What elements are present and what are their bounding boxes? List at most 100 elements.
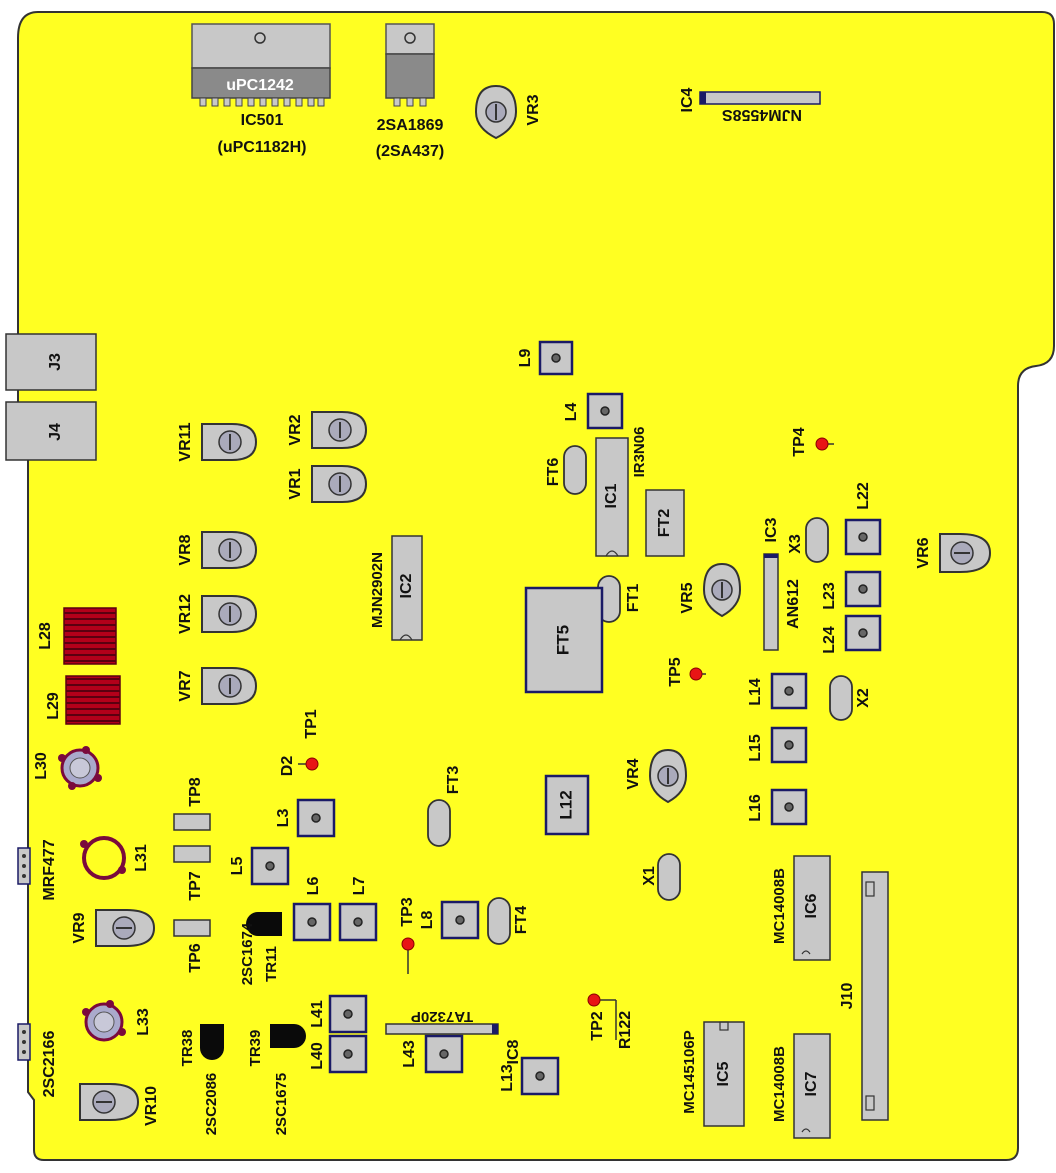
an612-label: AN612	[785, 579, 802, 629]
q-2sc2166-transistor: 2SC2166	[17, 1023, 58, 1097]
l12-coil	[544, 774, 590, 836]
ft3-filter	[427, 799, 451, 847]
vr6-label: VR6	[915, 537, 932, 568]
x3-crystal	[805, 517, 829, 563]
x1-label: X1	[641, 866, 658, 886]
q-2sc2086-label: 2SC2086	[203, 1073, 220, 1136]
ic8-component: TA7320P IC8	[385, 1008, 522, 1064]
l7-label: L7	[351, 877, 368, 896]
ic3-label: IC3	[763, 517, 780, 542]
ic8-label: IC8	[505, 1039, 522, 1064]
mc145106p-label: MC145106P	[681, 1030, 698, 1113]
vr4-component: VR4	[625, 748, 688, 804]
j10-connector: J10	[839, 871, 889, 1121]
ic4-label: IC4	[679, 87, 696, 112]
ic7-label: IC7	[803, 1071, 820, 1096]
vr5-component: VR5	[679, 562, 742, 618]
tr39-transistor: TR39 2SC1675	[247, 1024, 306, 1135]
vr5-label: VR5	[679, 582, 696, 613]
ft6-filter	[563, 445, 587, 495]
vr7-component: VR7	[177, 667, 258, 705]
r122-label: R122	[617, 1011, 634, 1049]
ft4-filter	[487, 897, 511, 945]
vr12-component: VR12	[177, 594, 258, 634]
l15-label: L15	[747, 734, 764, 762]
l16-label: L16	[747, 794, 764, 822]
l41-label: L41	[309, 1000, 326, 1028]
njm4558s-label: NJM4558S	[722, 106, 802, 123]
ic3-component: IC3 AN612	[763, 517, 802, 651]
l31-label: L31	[133, 844, 150, 872]
mc14008b-b-label: MC14008B	[771, 1046, 788, 1122]
vr11-label: VR11	[177, 422, 194, 461]
l6-label: L6	[305, 877, 322, 896]
d2-label: D2	[279, 756, 296, 777]
tp2-label: TP2	[589, 1011, 606, 1040]
ic6-label: IC6	[803, 893, 820, 918]
l22-label: L22	[855, 482, 872, 510]
l29-label: L29	[45, 692, 62, 720]
vr3-label: VR3	[525, 94, 542, 125]
l12-label: L12	[556, 790, 575, 819]
l5-label: L5	[229, 857, 246, 876]
j10-label: J10	[839, 983, 856, 1010]
ic5-label: IC5	[715, 1061, 732, 1086]
l9-coil	[538, 340, 574, 376]
l30-coil: L30	[33, 746, 102, 790]
ta7320p-label: TA7320P	[411, 1008, 473, 1025]
l28-label: L28	[37, 622, 54, 650]
mrf477-transistor: MRF477	[17, 839, 58, 901]
tp4-testpoint: TP4	[791, 427, 834, 457]
q-2sc1675-label: 2SC1675	[273, 1073, 290, 1136]
ic2-component: IC2 MJN2902N	[369, 535, 423, 641]
ft5-filter: FT5	[524, 586, 604, 694]
x1-crystal	[657, 853, 681, 901]
vr9-label: VR9	[71, 912, 88, 943]
tp6-label: TP6	[187, 943, 204, 972]
l8-label: L8	[419, 911, 436, 930]
l23-label: L23	[821, 582, 838, 610]
ic501-alt-label: (uPC1182H)	[218, 139, 307, 156]
tr11-transistor: 2SC1674 TR11	[239, 912, 282, 985]
l13-label: L13	[499, 1064, 516, 1092]
l9-label: L9	[517, 349, 534, 368]
tp3-testpoint: TP3	[399, 897, 416, 974]
l3-label: L3	[275, 809, 292, 828]
ft2-filter: FT2	[645, 489, 685, 557]
ft4-label: FT4	[513, 906, 530, 935]
j4-connector: J4	[5, 401, 97, 461]
vr11-component: VR11	[177, 422, 258, 462]
tp1-label: TP1	[303, 709, 320, 738]
vr1-label: VR1	[287, 468, 304, 499]
tp8-label: TP8	[187, 777, 204, 806]
j3-label: J3	[47, 353, 64, 371]
ft6-label: FT6	[545, 458, 562, 487]
vr1-component: VR1	[287, 465, 368, 503]
ic501-label: IC501	[241, 112, 284, 129]
ic6-component: IC6 MC14008B	[771, 855, 831, 961]
vr3-component: VR3	[474, 84, 542, 140]
ir3n06-label: IR3N06	[631, 427, 648, 478]
ic4-component: IC4 NJM4558S	[679, 87, 821, 123]
ic2-label: IC2	[398, 573, 415, 598]
l43-label: L43	[401, 1040, 418, 1068]
j3-connector: J3	[5, 333, 97, 391]
q-2sa1869-component: 2SA1869 (2SA437)	[376, 23, 444, 160]
tp7-pad	[173, 845, 211, 863]
l31-coil: L31	[80, 836, 150, 880]
vr2-component: VR2	[287, 411, 368, 449]
l33-label: L33	[135, 1008, 152, 1036]
vr6-component: VR6	[915, 533, 992, 573]
mrf477-label: MRF477	[41, 839, 58, 900]
l29-coil: L29	[45, 675, 121, 725]
tp5-testpoint: TP5	[667, 657, 706, 687]
tp2-testpoint: TP2 R122	[587, 993, 634, 1049]
vr8-label: VR8	[177, 534, 194, 565]
vr2-label: VR2	[287, 414, 304, 445]
tp6-pad	[173, 919, 211, 937]
vr8-component: VR8	[177, 531, 258, 569]
vr10-label: VR10	[143, 1086, 160, 1126]
q-2sc1674-label: 2SC1674	[239, 922, 256, 985]
l14-label: L14	[747, 678, 764, 706]
